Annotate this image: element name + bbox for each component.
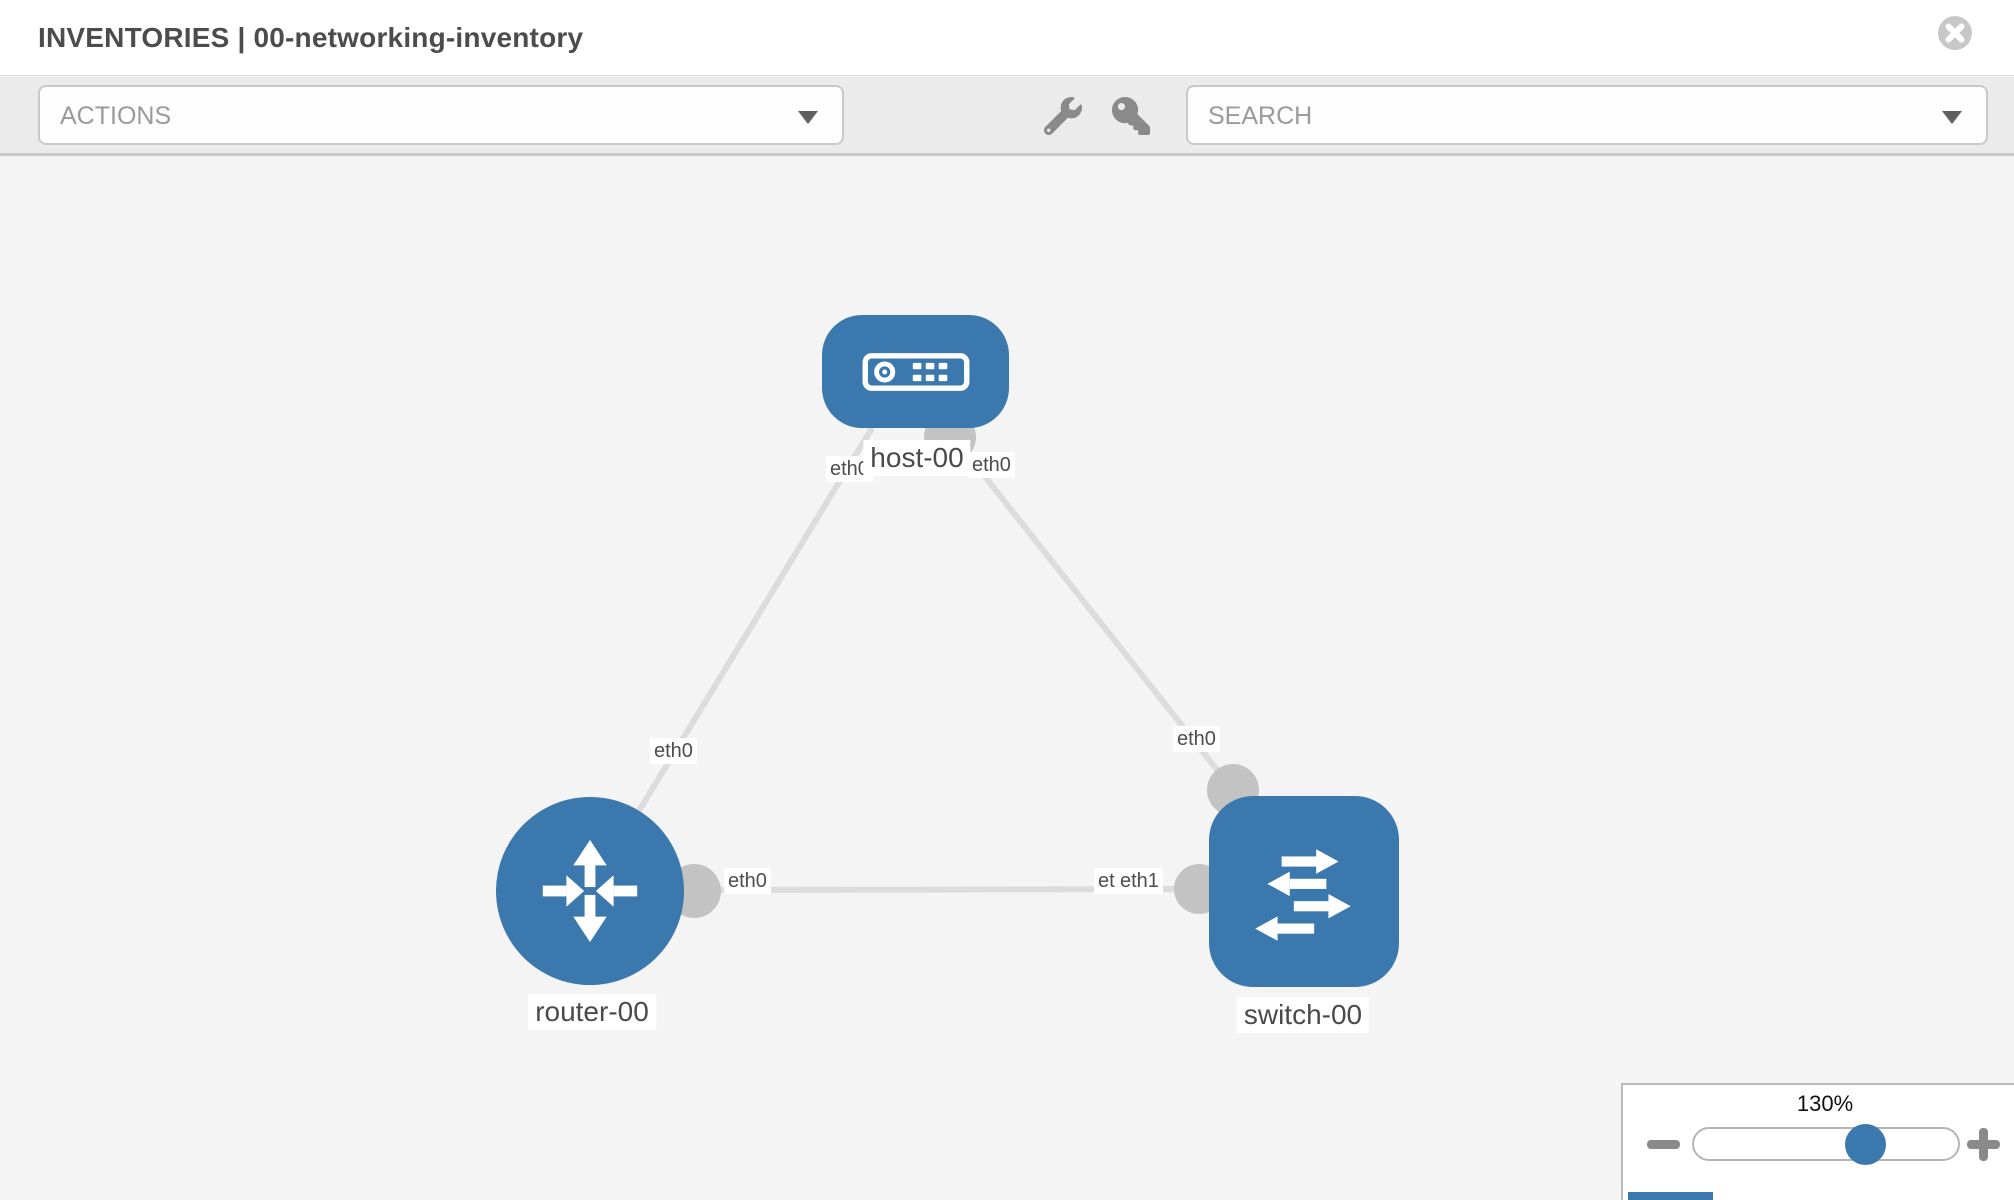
footer-blue-bar [1628,1192,1713,1200]
header: INVENTORIES | 00-networking-inventory [0,0,2014,76]
node-router-00[interactable] [496,797,684,985]
zoom-slider-track[interactable] [1692,1127,1960,1161]
zoom-slider-handle[interactable] [1845,1124,1886,1165]
toolbar: ACTIONS SEARCH [0,77,2014,156]
actions-dropdown[interactable]: ACTIONS [38,85,844,145]
actions-dropdown-label: ACTIONS [60,102,172,130]
node-label-host-00: host-00 [863,440,971,476]
node-switch-00[interactable] [1209,796,1399,987]
zoom-level: 130% [1796,1091,1854,1116]
zoom-control-panel: 130% [1621,1083,2014,1200]
interface-label: eth0 [650,738,697,764]
key-icon[interactable] [1112,97,1150,135]
router-arrows-icon [542,839,638,943]
search-dropdown[interactable]: SEARCH [1186,85,1988,145]
caret-down-icon [1942,111,1962,124]
plus-icon[interactable] [1967,1128,2000,1161]
page-title: INVENTORIES | 00-networking-inventory [38,22,584,53]
caret-down-icon [798,111,818,124]
search-placeholder: SEARCH [1208,102,1313,130]
server-icon [862,352,969,391]
interface-label: eth0 [724,868,771,894]
minus-icon[interactable] [1647,1140,1680,1149]
interface-label: eth1 [1116,868,1163,894]
interface-label: eth0 [968,452,1015,478]
interface-label: eth0 [1173,726,1220,752]
node-host-00[interactable] [822,315,1009,428]
node-label-switch-00: switch-00 [1236,997,1370,1033]
close-icon[interactable] [1936,14,1974,52]
wrench-icon[interactable] [1044,97,1082,135]
node-label-router-00: router-00 [528,994,656,1030]
switch-arrows-icon [1255,848,1351,941]
